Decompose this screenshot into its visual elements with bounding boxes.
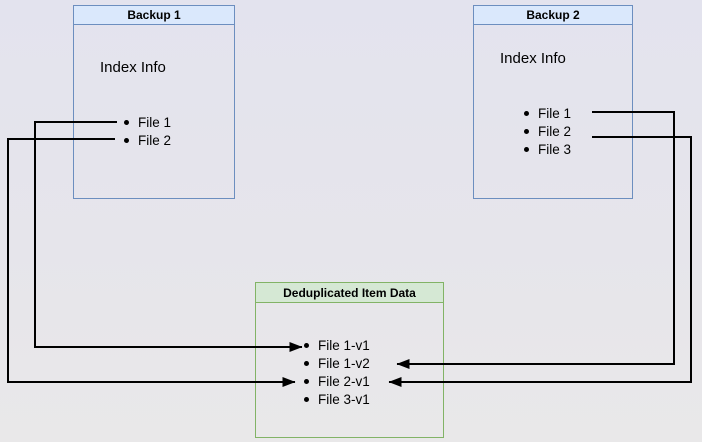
list-item: File 2 xyxy=(124,131,171,149)
backup2-file-list: File 1 File 2 File 3 xyxy=(524,104,571,158)
list-item-label: File 3-v1 xyxy=(318,391,370,407)
backup2-index-info-label: Index Info xyxy=(500,50,566,67)
list-item: File 2-v1 xyxy=(304,372,370,390)
bullet-icon xyxy=(524,128,529,134)
bullet-icon xyxy=(304,342,309,348)
list-item-label: File 1 xyxy=(138,114,172,130)
bullet-icon xyxy=(124,137,129,143)
backup2-box: Backup 2 Index Info File 1 File 2 File 3 xyxy=(473,5,633,199)
bullet-icon xyxy=(304,396,309,402)
bullet-icon xyxy=(524,110,529,116)
list-item-label: File 1 xyxy=(538,105,572,121)
bullet-icon xyxy=(524,146,529,152)
list-item: File 1 xyxy=(524,104,571,122)
list-item: File 1 xyxy=(124,113,171,131)
list-item: File 3 xyxy=(524,140,571,158)
list-item-label: File 3 xyxy=(538,141,572,157)
backup1-file-list: File 1 File 2 xyxy=(124,113,171,149)
list-item: File 3-v1 xyxy=(304,390,370,408)
bullet-icon xyxy=(304,360,309,366)
dedup-item-list: File 1-v1 File 1-v2 File 2-v1 File 3-v1 xyxy=(304,336,370,408)
list-item-label: File 2 xyxy=(538,123,572,139)
backup1-index-info-label: Index Info xyxy=(100,59,166,76)
bullet-icon xyxy=(124,119,129,125)
backup1-box: Backup 1 Index Info File 1 File 2 xyxy=(73,5,235,199)
list-item: File 2 xyxy=(524,122,571,140)
backup1-title: Backup 1 xyxy=(74,6,234,25)
dedup-box: Deduplicated Item Data File 1-v1 File 1-… xyxy=(255,282,444,438)
list-item: File 1-v1 xyxy=(304,336,370,354)
list-item-label: File 2 xyxy=(138,132,172,148)
list-item-label: File 1-v2 xyxy=(318,355,370,371)
bullet-icon xyxy=(304,378,309,384)
dedup-title: Deduplicated Item Data xyxy=(256,283,443,303)
list-item: File 1-v2 xyxy=(304,354,370,372)
list-item-label: File 2-v1 xyxy=(318,373,370,389)
list-item-label: File 1-v1 xyxy=(318,337,370,353)
backup2-title: Backup 2 xyxy=(474,6,632,25)
